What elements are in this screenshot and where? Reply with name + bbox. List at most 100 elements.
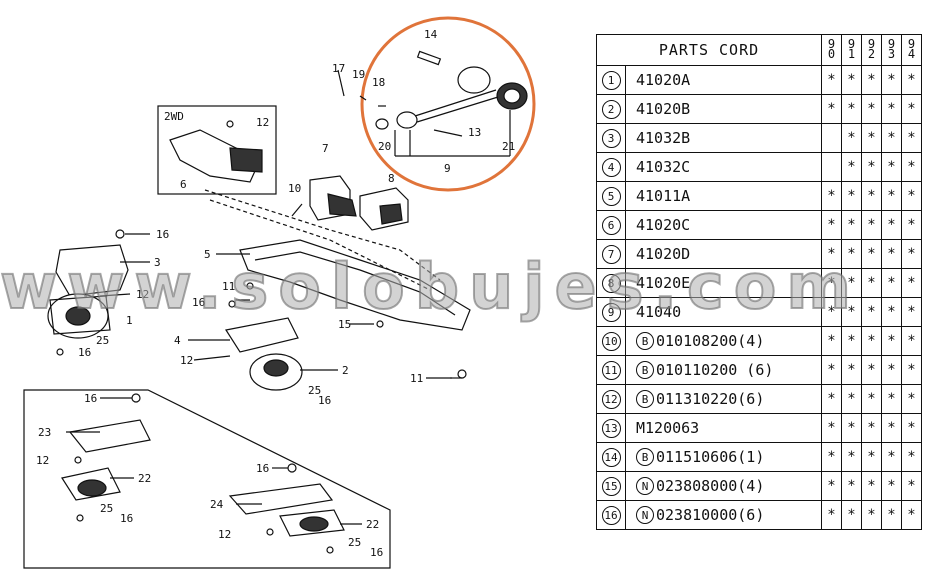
year-applicability-cell: * bbox=[881, 500, 902, 530]
callout-11: 11 bbox=[222, 280, 235, 293]
part-code: 010110200 (6) bbox=[656, 360, 774, 379]
year-applicability-cell: * bbox=[821, 65, 842, 95]
callout-17: 17 bbox=[332, 62, 345, 75]
year-applicability-cell: * bbox=[841, 123, 862, 153]
callout-4: 4 bbox=[174, 334, 181, 347]
row-number: 16 bbox=[596, 500, 626, 530]
year-applicability-cell: * bbox=[821, 239, 842, 269]
year-applicability-cell: * bbox=[861, 65, 882, 95]
circled-number: 1 bbox=[601, 71, 621, 90]
year-applicability-cell: * bbox=[881, 65, 902, 95]
part-code: 41040 bbox=[636, 303, 682, 321]
year-applicability-cell: * bbox=[821, 326, 842, 356]
year-applicability-cell: * bbox=[841, 471, 862, 501]
callout-25: 25 bbox=[96, 334, 109, 347]
year-applicability-cell: * bbox=[821, 297, 842, 327]
year-applicability-cell: * bbox=[841, 65, 862, 95]
year-applicability-cell: * bbox=[861, 355, 882, 385]
part-code: M120063 bbox=[636, 419, 700, 437]
year-applicability-cell: * bbox=[901, 94, 922, 124]
part-prefix: B bbox=[636, 448, 654, 467]
year-applicability-cell: * bbox=[901, 181, 922, 211]
circled-number: 16 bbox=[601, 506, 621, 525]
year-applicability-cell: * bbox=[841, 413, 862, 443]
circled-number: 15 bbox=[601, 477, 621, 496]
callout-16: 16 bbox=[156, 228, 169, 241]
year-applicability-cell: * bbox=[841, 268, 862, 298]
year-applicability-cell: * bbox=[841, 442, 862, 472]
year-applicability-cell: * bbox=[881, 442, 902, 472]
year-applicability-cell: * bbox=[861, 181, 882, 211]
year-applicability-cell: * bbox=[901, 355, 922, 385]
highlight-circle bbox=[360, 16, 536, 192]
callout-16: 16 bbox=[84, 392, 97, 405]
part-code-cell: 41032C bbox=[625, 152, 822, 182]
circled-number: 14 bbox=[601, 448, 621, 467]
year-applicability-cell: * bbox=[881, 94, 902, 124]
year-applicability-cell bbox=[821, 152, 842, 182]
row-number: 7 bbox=[596, 239, 626, 269]
year-applicability-cell: * bbox=[841, 152, 862, 182]
year-applicability-cell: * bbox=[901, 471, 922, 501]
year-applicability-cell: * bbox=[841, 326, 862, 356]
row-number: 15 bbox=[596, 471, 626, 501]
year-applicability-cell: * bbox=[861, 152, 882, 182]
year-applicability-cell: * bbox=[821, 413, 842, 443]
row-number: 1 bbox=[596, 65, 626, 95]
part-code-cell: 41040 bbox=[625, 297, 822, 327]
year-applicability-cell: * bbox=[901, 123, 922, 153]
year-applicability-cell: * bbox=[881, 471, 902, 501]
part-code-cell: 41011A bbox=[625, 181, 822, 211]
year-applicability-cell: * bbox=[821, 210, 842, 240]
year-applicability-cell bbox=[821, 123, 842, 153]
year-applicability-cell: * bbox=[901, 500, 922, 530]
part-code-cell: 41020D bbox=[625, 239, 822, 269]
row-number: 5 bbox=[596, 181, 626, 211]
part-code: 41032B bbox=[636, 129, 691, 147]
part-code: 41020C bbox=[636, 216, 691, 234]
row-number: 10 bbox=[596, 326, 626, 356]
part-prefix: B bbox=[636, 390, 654, 409]
callout-14: 14 bbox=[424, 28, 438, 41]
year-applicability-cell: * bbox=[861, 500, 882, 530]
callout-18: 18 bbox=[372, 76, 385, 89]
year-applicability-cell: * bbox=[901, 384, 922, 414]
row-number: 14 bbox=[596, 442, 626, 472]
year-applicability-cell: * bbox=[841, 94, 862, 124]
circled-number: 5 bbox=[601, 187, 621, 206]
year-applicability-cell: * bbox=[901, 413, 922, 443]
row-number: 4 bbox=[596, 152, 626, 182]
year-applicability-cell: * bbox=[881, 384, 902, 414]
year-applicability-cell: * bbox=[861, 268, 882, 298]
year-applicability-cell: * bbox=[861, 123, 882, 153]
year-applicability-cell: * bbox=[881, 326, 902, 356]
year-applicability-cell: * bbox=[861, 239, 882, 269]
callout-16: 16 bbox=[120, 512, 133, 525]
year-applicability-cell: * bbox=[861, 442, 882, 472]
circled-number: 6 bbox=[601, 216, 621, 235]
year-applicability-cell: * bbox=[821, 94, 842, 124]
callout-25: 25 bbox=[308, 384, 321, 397]
part-code-cell: 41020C bbox=[625, 210, 822, 240]
year-applicability-cell: * bbox=[841, 181, 862, 211]
callout-12: 12 bbox=[136, 288, 149, 301]
callout-16: 16 bbox=[192, 296, 205, 309]
year-applicability-cell: * bbox=[861, 297, 882, 327]
part-code: 41020E bbox=[636, 274, 691, 292]
callout-16: 16 bbox=[256, 462, 269, 475]
circled-number: 9 bbox=[601, 303, 621, 322]
part-code: 023810000(6) bbox=[656, 505, 765, 524]
